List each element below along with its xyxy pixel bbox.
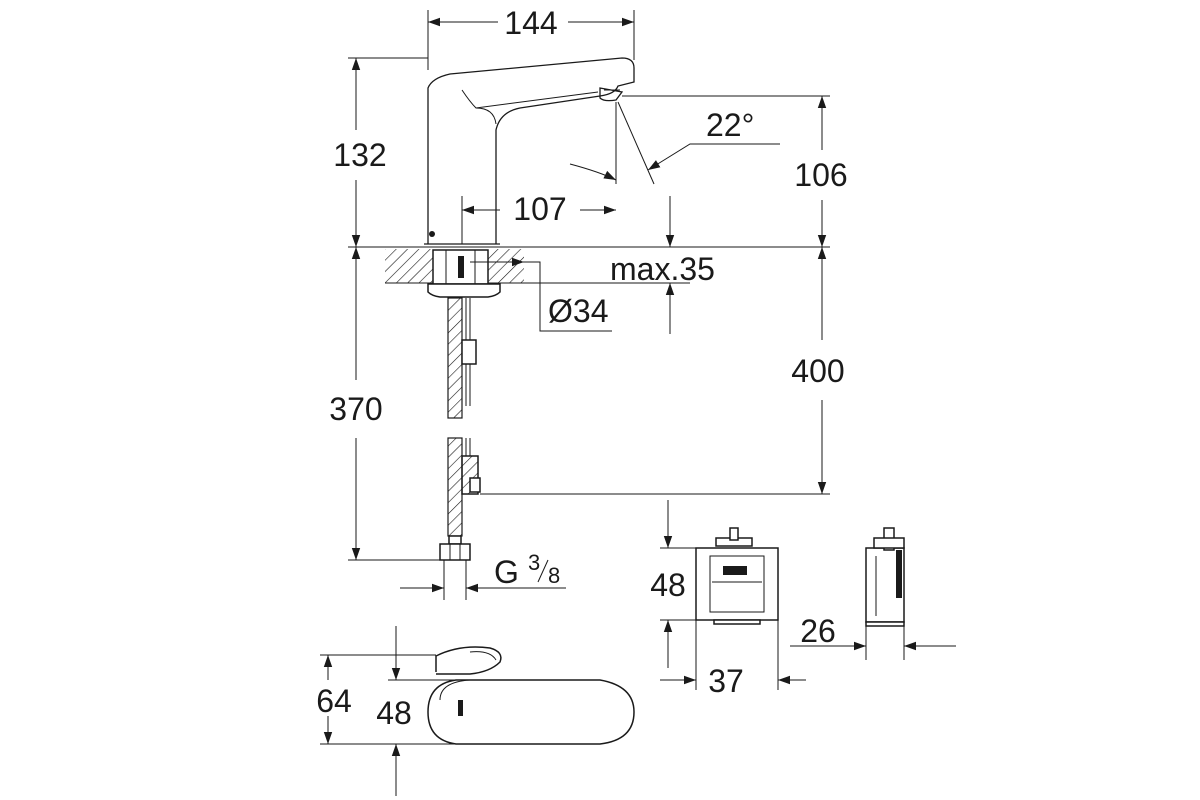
dim-angle: 22° <box>706 107 754 143</box>
dim-132: 132 <box>333 137 386 173</box>
dim-handle-inner: 48 <box>376 695 412 731</box>
control-box-front <box>695 527 779 625</box>
dim-400: 400 <box>791 353 844 389</box>
dim-diameter: Ø34 <box>548 293 608 329</box>
dimension-labels: 144 132 106 22° 107 max.35 Ø34 400 370 G… <box>316 5 847 731</box>
dim-box-depth: 26 <box>800 613 836 649</box>
dimension-lines <box>320 10 956 796</box>
thread-denominator: 8 <box>548 563 560 588</box>
thread-prefix: G <box>494 554 519 590</box>
thread-numerator: 3 <box>528 550 540 575</box>
control-box-side <box>865 527 905 627</box>
dim-107: 107 <box>513 191 566 227</box>
dim-box-width: 37 <box>708 663 744 699</box>
dim-handle-outer: 64 <box>316 683 352 719</box>
dim-370: 370 <box>329 391 382 427</box>
sensor-handle <box>427 646 635 745</box>
dim-box-height: 48 <box>650 567 686 603</box>
dim-max35: max.35 <box>610 251 715 287</box>
hose-assembly <box>439 297 481 561</box>
dim-144: 144 <box>504 5 557 41</box>
dim-106: 106 <box>794 157 847 193</box>
deck-section <box>348 246 830 332</box>
